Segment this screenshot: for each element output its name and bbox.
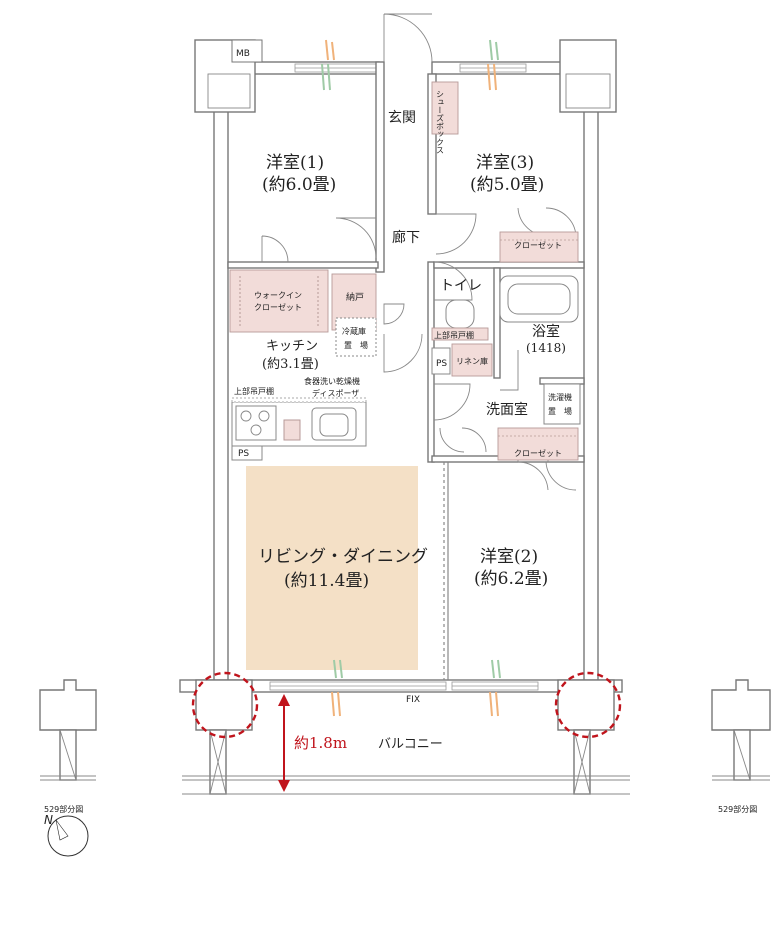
svg-text:N: N — [44, 813, 53, 827]
dimension-marks — [191, 671, 622, 792]
toilet-label: トイレ — [440, 278, 482, 294]
detail-left-label: 529部分図 — [44, 804, 83, 814]
walk-in-label-1: ウォークイン — [254, 291, 302, 300]
mb-label: MB — [236, 49, 250, 59]
detail-left — [39, 679, 97, 781]
north-arrow-icon: N — [44, 813, 89, 857]
storage-label: 納戸 — [346, 291, 364, 303]
bedroom2-size: (約6.2畳) — [474, 569, 548, 589]
detail-right-label: 529部分図 — [718, 804, 757, 814]
living-size: (約11.4畳) — [284, 571, 369, 591]
dishwasher-label-2: ディスポーザ — [312, 388, 359, 398]
ventilation-marks — [321, 39, 501, 717]
washer-label-2: 置 場 — [548, 406, 572, 416]
bedroom1-size: (約6.0畳) — [262, 175, 336, 195]
fix-label: FIX — [406, 695, 420, 705]
bedroom3-size: (約5.0畳) — [470, 175, 544, 195]
doors — [261, 13, 577, 491]
kitchen-size: (約3.1畳) — [262, 357, 319, 372]
living-name: リビング・ダイニング — [258, 547, 428, 567]
washroom-label: 洗面室 — [486, 401, 528, 418]
detail-right — [711, 679, 771, 781]
kitchen-name: キッチン — [266, 339, 318, 354]
closet-lower-label: クローゼット — [514, 448, 562, 458]
outer-walls — [179, 39, 630, 795]
walk-in-label-2: クローゼット — [254, 302, 302, 312]
bath-name: 浴室 — [532, 323, 560, 340]
bedroom3-name: 洋室(3) — [476, 153, 534, 173]
washer-label-1: 洗濯機 — [548, 392, 572, 402]
entrance-label: 玄関 — [388, 109, 416, 126]
labels: MB 洋室(1) (約6.0畳) 洋室(3) (約5.0畳) 玄関 シューズボッ… — [44, 49, 757, 814]
bedroom1-name: 洋室(1) — [266, 153, 324, 173]
shoe-box-label: シューズボックス — [436, 90, 445, 154]
fridge-label-1: 冷蔵庫 — [342, 326, 366, 336]
balcony-label: バルコニー — [378, 737, 443, 752]
linen-label: リネン庫 — [456, 356, 488, 366]
fixtures — [229, 39, 581, 670]
closet-upper-label: クローゼット — [514, 240, 562, 250]
ps-upper-label: PS — [436, 359, 447, 369]
bath-size: (1418) — [526, 341, 566, 355]
hallway-label: 廊下 — [392, 229, 420, 246]
ps-lower-label: PS — [238, 449, 249, 459]
upper-cabinet-toilet-label: 上部吊戸棚 — [434, 330, 474, 340]
bedroom2-name: 洋室(2) — [480, 547, 538, 567]
dishwasher-label-1: 食器洗い乾燥機 — [304, 376, 360, 386]
fridge-label-2: 置 場 — [344, 340, 368, 350]
upper-cabinet-kitchen-label: 上部吊戸棚 — [234, 386, 274, 396]
balcony-depth-label: 約1.8m — [294, 734, 347, 752]
